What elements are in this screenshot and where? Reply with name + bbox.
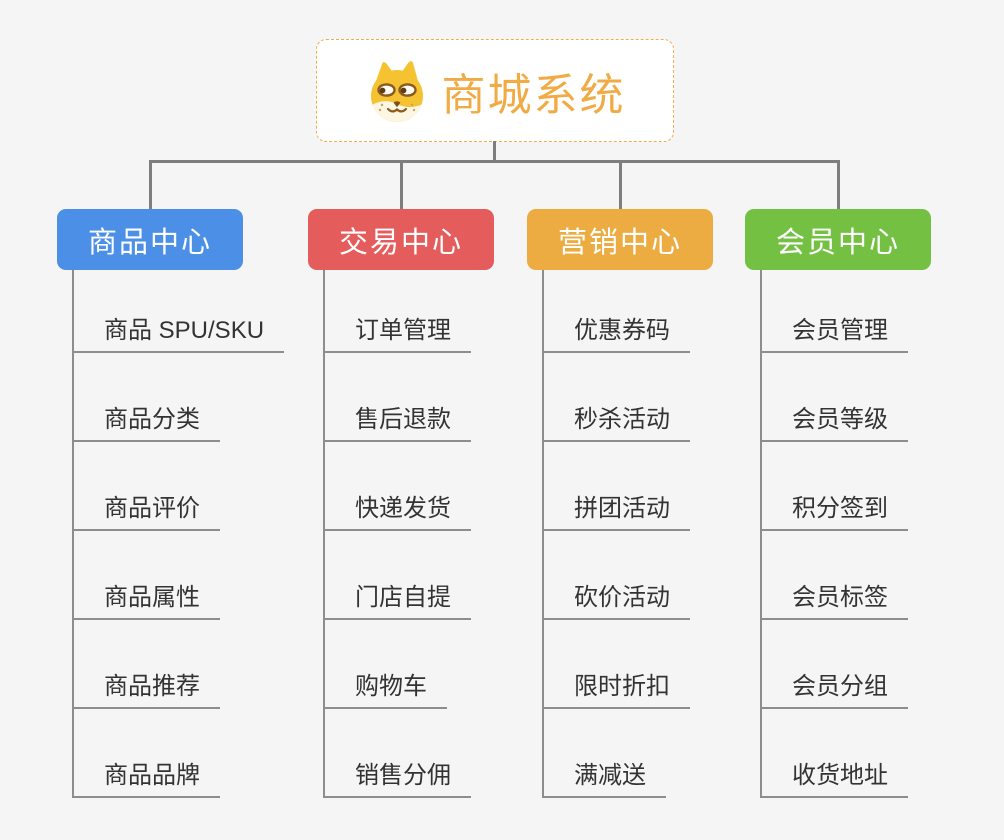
child-topic[interactable]: 商品品牌 [72, 755, 220, 798]
child-topic-row: 门店自提 [323, 531, 593, 620]
child-topic-row: 会员标签 [760, 531, 1004, 620]
branch-spine [760, 270, 762, 798]
connector-branch-drop [399, 160, 403, 210]
child-topic[interactable]: 售后退款 [323, 399, 471, 442]
branch-children-column: 商品 SPU/SKU 商品分类商品评价商品属性商品推荐商品品牌 [72, 264, 342, 798]
child-topic[interactable]: 秒杀活动 [542, 399, 690, 442]
connector-branch-drop [618, 160, 622, 210]
child-topic[interactable]: 限时折扣 [542, 666, 690, 709]
child-topic-row: 商品品牌 [72, 709, 342, 798]
child-topic-row: 销售分佣 [323, 709, 593, 798]
connector-branch-drop [148, 160, 152, 210]
child-topic-row: 订单管理 [323, 264, 593, 353]
child-topic-row: 商品推荐 [72, 620, 342, 709]
child-topic-row: 购物车 [323, 620, 593, 709]
root-node[interactable]: 商城系统 [316, 39, 674, 142]
child-topic-row: 商品 SPU/SKU [72, 264, 342, 353]
child-topic-row: 限时折扣 [542, 620, 812, 709]
child-topic-row: 满减送 [542, 709, 812, 798]
child-topic-row: 商品评价 [72, 442, 342, 531]
connector-root-stub [493, 141, 496, 161]
child-topic[interactable]: 会员等级 [760, 399, 908, 442]
child-topic[interactable]: 收货地址 [760, 755, 908, 798]
child-topic-row: 会员等级 [760, 353, 1004, 442]
doge-face-icon [365, 59, 429, 123]
child-topic-row: 商品分类 [72, 353, 342, 442]
branch-node-button[interactable]: 营销中心 [527, 209, 713, 270]
child-topic-row: 积分签到 [760, 442, 1004, 531]
branch-children-column: 会员管理会员等级积分签到会员标签会员分组收货地址 [760, 264, 1004, 798]
child-topic[interactable]: 订单管理 [323, 310, 471, 353]
child-topic-row: 会员分组 [760, 620, 1004, 709]
child-topic[interactable]: 会员管理 [760, 310, 908, 353]
root-title: 商城系统 [441, 70, 626, 120]
child-topic[interactable]: 门店自提 [323, 577, 471, 620]
child-topic[interactable]: 优惠券码 [542, 310, 690, 353]
connector-branch-drop [836, 160, 840, 210]
child-topic-row: 拼团活动 [542, 442, 812, 531]
child-topic[interactable]: 砍价活动 [542, 577, 690, 620]
child-topic-row: 砍价活动 [542, 531, 812, 620]
branch-node-button[interactable]: 交易中心 [308, 209, 494, 270]
branch-spine [72, 270, 74, 798]
branch-children-column: 优惠券码秒杀活动拼团活动砍价活动限时折扣满减送 [542, 264, 812, 798]
branch-children-column: 订单管理售后退款快递发货门店自提购物车销售分佣 [323, 264, 593, 798]
child-topic-row: 优惠券码 [542, 264, 812, 353]
child-topic[interactable]: 购物车 [323, 666, 447, 709]
child-topic-row: 收货地址 [760, 709, 1004, 798]
child-topic[interactable]: 商品评价 [72, 488, 220, 531]
child-topic[interactable]: 会员标签 [760, 577, 908, 620]
child-topic[interactable]: 销售分佣 [323, 755, 471, 798]
child-topic-row: 快递发货 [323, 442, 593, 531]
branch-spine [323, 270, 325, 798]
child-topic[interactable]: 商品推荐 [72, 666, 220, 709]
child-topic[interactable]: 积分签到 [760, 488, 908, 531]
child-topic-row: 会员管理 [760, 264, 1004, 353]
child-topic-row: 秒杀活动 [542, 353, 812, 442]
child-topic-row: 商品属性 [72, 531, 342, 620]
child-topic[interactable]: 拼团活动 [542, 488, 690, 531]
connector-horizontal-rail [149, 160, 840, 163]
child-topic[interactable]: 商品 SPU/SKU [72, 310, 285, 353]
child-topic[interactable]: 会员分组 [760, 666, 908, 709]
branch-node-button[interactable]: 商品中心 [57, 209, 243, 270]
child-topic[interactable]: 商品分类 [72, 399, 220, 442]
child-topic[interactable]: 商品属性 [72, 577, 220, 620]
branch-spine [542, 270, 544, 798]
child-topic[interactable]: 满减送 [542, 755, 666, 798]
branch-node-button[interactable]: 会员中心 [745, 209, 931, 270]
child-topic-row: 售后退款 [323, 353, 593, 442]
child-topic[interactable]: 快递发货 [323, 488, 471, 531]
